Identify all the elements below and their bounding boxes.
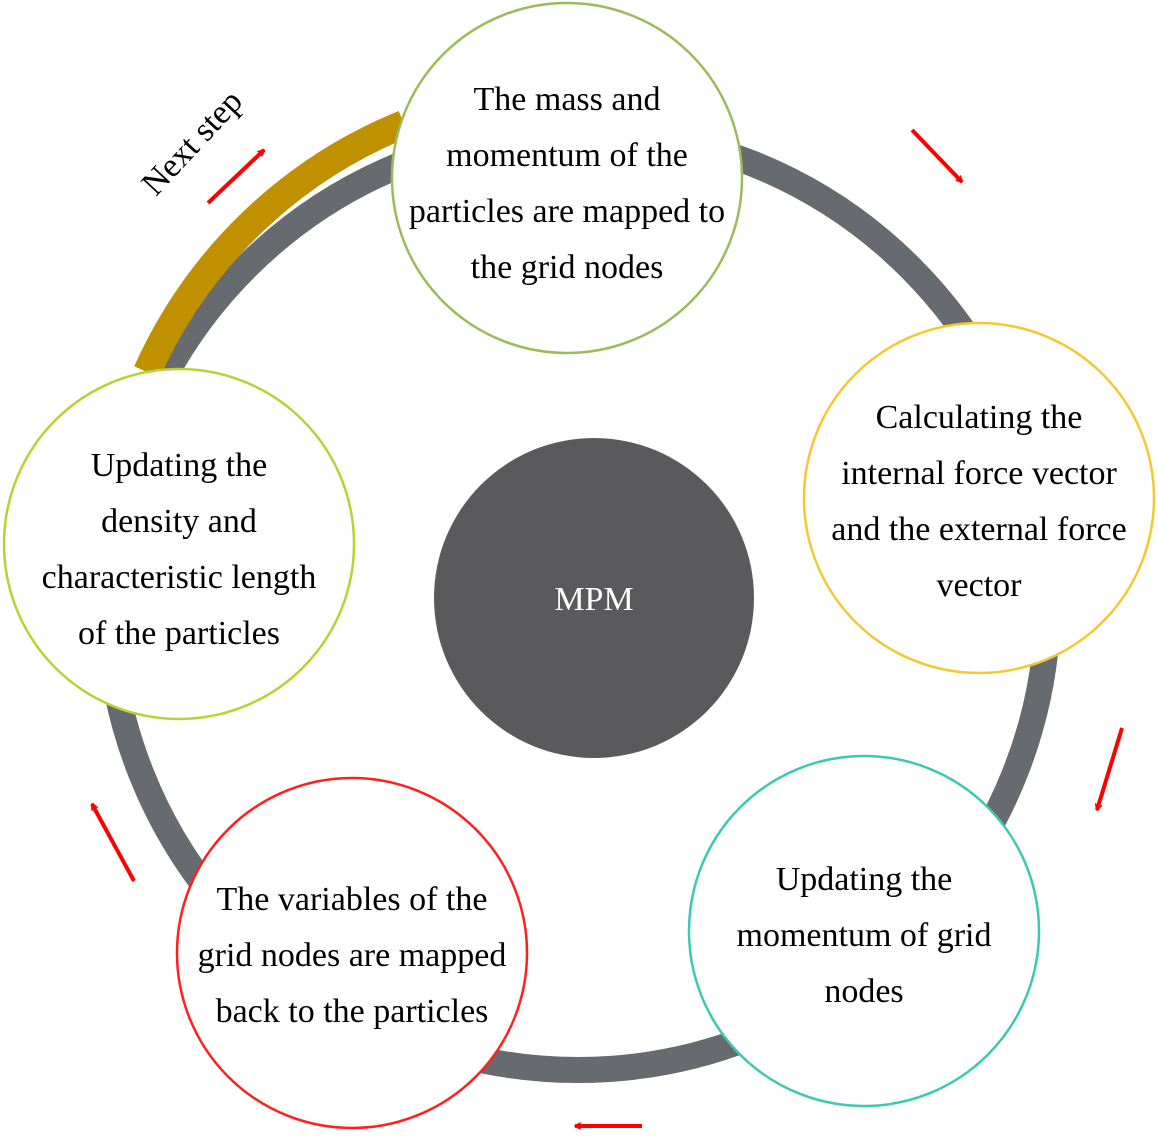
next-step-arrow-icon (206, 150, 264, 205)
step-force-vectors: Calculating the internal force vector an… (802, 321, 1156, 675)
step-map-to-grid: The mass and momentum of the particles a… (390, 1, 744, 355)
center-label: MPM (554, 581, 633, 618)
step-line: The mass and (474, 81, 661, 118)
step-update-density: Updating the density and characteristic … (2, 367, 356, 721)
direction-arrow-icon (1097, 727, 1124, 810)
step-circle (687, 754, 1041, 1108)
step-line: and the external force (831, 511, 1126, 548)
step-line: momentum of grid (737, 917, 992, 954)
center-node (434, 438, 754, 758)
next-step-arc (134, 111, 410, 378)
step-line: internal force vector (841, 455, 1117, 492)
next-step-label: Next step (135, 83, 250, 203)
step-update-momentum: Updating the momentum of grid nodes (687, 754, 1041, 1108)
step-line: vector (937, 567, 1023, 604)
step-circle (175, 776, 529, 1130)
step-circle (802, 321, 1156, 675)
direction-arrow-icon (90, 804, 136, 882)
step-line: nodes (824, 973, 903, 1010)
step-line: of the particles (78, 615, 280, 652)
step-line: back to the particles (216, 993, 489, 1030)
step-line: the grid nodes (471, 249, 664, 286)
step-line: The variables of the (217, 881, 488, 918)
step-line: momentum of the (446, 137, 688, 174)
step-line: Updating the (91, 447, 268, 484)
step-line: particles are mapped to (409, 193, 725, 230)
step-line: Calculating the (876, 399, 1083, 436)
step-line: characteristic length (42, 559, 317, 596)
step-circle (390, 1, 744, 355)
step-line: density and (101, 503, 257, 540)
direction-arrow-icon (910, 128, 962, 182)
step-line: Updating the (776, 861, 953, 898)
step-map-back: The variables of the grid nodes are mapp… (175, 776, 529, 1130)
step-circle (2, 367, 356, 721)
step-line: grid nodes are mapped (198, 937, 507, 974)
